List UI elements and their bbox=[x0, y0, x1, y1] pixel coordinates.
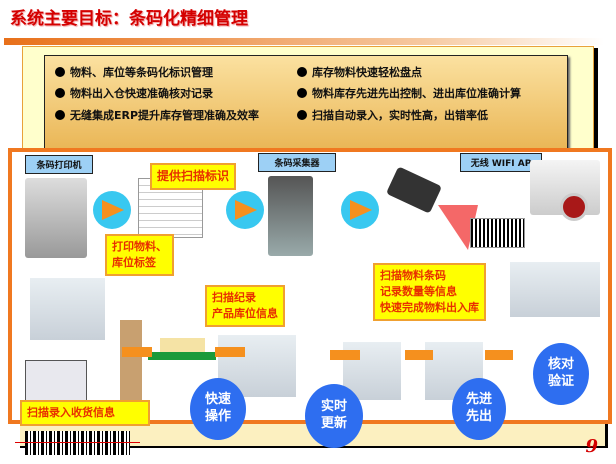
circle-line: 核对 bbox=[547, 357, 574, 373]
note-line: 打印物料、 bbox=[112, 240, 167, 253]
note-line: 库位标签 bbox=[112, 255, 156, 269]
goals-box: 物料、库位等条码化标识管理 物料出入仓快速准确核对记录 无缝集成ERP提升库存管… bbox=[44, 55, 568, 159]
note-provide: 提供扫描标识 bbox=[150, 163, 237, 191]
circle-line: 实时 bbox=[320, 399, 347, 415]
step-circle: 先进先出 bbox=[452, 378, 506, 440]
warehouse-exit-image bbox=[510, 262, 600, 317]
circle-line: 更新 bbox=[320, 416, 347, 431]
page-number: 9 bbox=[585, 436, 598, 457]
circle-line: 操作 bbox=[204, 409, 231, 424]
arrow-icon bbox=[226, 191, 264, 229]
goal-item: 物料、库位等条码化标识管理 bbox=[55, 64, 213, 80]
barcode-logo-icon bbox=[25, 431, 130, 455]
bullet-icon bbox=[55, 88, 65, 98]
flow-arrow bbox=[122, 347, 152, 357]
goal-text: 库存物料快速轻松盘点 bbox=[312, 66, 422, 79]
collector-image bbox=[268, 176, 313, 256]
bullet-icon bbox=[55, 110, 65, 120]
flow-arrow bbox=[405, 350, 433, 360]
note-receive: 扫描录入收货信息 bbox=[20, 400, 150, 426]
circle-line: 先出 bbox=[465, 409, 492, 424]
goal-item: 物料库存先进先出控制、进出库位准确计算 bbox=[297, 85, 521, 101]
arrow-icon bbox=[93, 191, 131, 229]
goal-text: 无缝集成ERP提升库存管理准确及效率 bbox=[70, 109, 260, 122]
conveyor-image bbox=[148, 352, 216, 360]
arrow-icon bbox=[341, 191, 379, 229]
goal-item: 物料出入仓快速准确核对记录 bbox=[55, 85, 213, 101]
goal-text: 物料出入仓快速准确核对记录 bbox=[70, 87, 213, 100]
bullet-icon bbox=[55, 67, 65, 77]
goal-item: 无缝集成ERP提升库存管理准确及效率 bbox=[55, 107, 259, 123]
goal-item: 库存物料快速轻松盘点 bbox=[297, 64, 422, 80]
goal-text: 物料、库位等条码化标识管理 bbox=[70, 66, 213, 79]
bullet-icon bbox=[297, 67, 307, 77]
step-circle: 实时更新 bbox=[305, 384, 363, 448]
note-scan: 扫描物料条码记录数量等信息快速完成物料出入库 bbox=[373, 263, 486, 321]
circle-line: 验证 bbox=[547, 374, 574, 389]
cargo-image bbox=[160, 338, 205, 352]
note-line: 记录数量等信息 bbox=[380, 284, 457, 298]
note-record: 扫描纪录产品库位信息 bbox=[205, 285, 285, 327]
note-line: 扫描物料条码 bbox=[380, 269, 446, 282]
collector-label: 条码采集器 bbox=[258, 153, 336, 172]
step-circle: 核对验证 bbox=[533, 343, 589, 405]
wifi-logo-icon bbox=[560, 193, 588, 221]
boxes-image bbox=[25, 360, 87, 402]
printer-image bbox=[25, 178, 87, 258]
barcode-scan-line bbox=[15, 442, 140, 443]
flow-arrow bbox=[485, 350, 513, 360]
note-line: 快速完成物料出入库 bbox=[380, 300, 479, 314]
step-circle: 快速操作 bbox=[190, 378, 246, 440]
pallet-stack-image bbox=[120, 320, 142, 400]
note-line: 扫描纪录 bbox=[212, 291, 256, 304]
flow-arrow bbox=[330, 350, 360, 360]
bullet-icon bbox=[297, 88, 307, 98]
goal-text: 物料库存先进先出控制、进出库位准确计算 bbox=[312, 87, 521, 100]
note-line: 产品库位信息 bbox=[212, 306, 278, 320]
flow-arrow bbox=[215, 347, 245, 357]
circle-line: 先进 bbox=[465, 392, 492, 408]
goal-text: 扫描自动录入，实时性高，出错率低 bbox=[312, 109, 488, 122]
page-title: 系统主要目标：条码化精细管理 bbox=[10, 9, 248, 29]
printer-label: 条码打印机 bbox=[25, 155, 93, 174]
barcode-image bbox=[470, 218, 525, 248]
note-print: 打印物料、库位标签 bbox=[105, 234, 174, 276]
title-divider bbox=[4, 38, 604, 45]
goal-item: 扫描自动录入，实时性高，出错率低 bbox=[297, 107, 488, 123]
warehouse-entry-image bbox=[30, 278, 105, 340]
bullet-icon bbox=[297, 110, 307, 120]
circle-line: 快速 bbox=[204, 392, 231, 408]
